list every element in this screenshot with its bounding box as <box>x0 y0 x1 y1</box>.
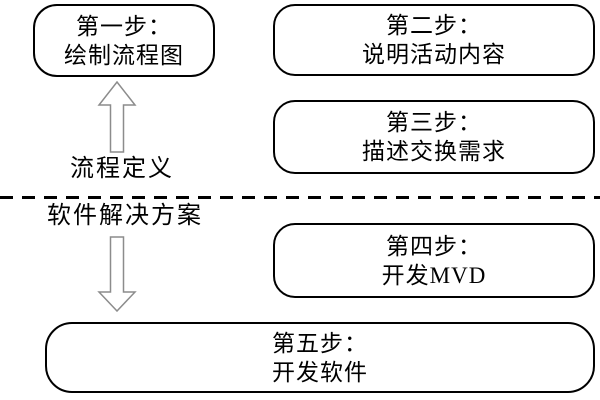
down-arrow-icon <box>97 236 137 312</box>
step3-title: 第三步： <box>386 110 482 135</box>
step4-desc: 开发MVD <box>381 262 487 288</box>
step2-box: 第二步： 说明活动内容 <box>273 4 595 76</box>
step3-desc: 描述交换需求 <box>362 139 506 164</box>
step1-box: 第一步： 绘制流程图 <box>33 4 215 77</box>
step5-title: 第五步： <box>272 330 368 356</box>
step5-desc: 开发软件 <box>272 359 368 385</box>
step4-title: 第四步： <box>386 233 482 259</box>
step2-desc: 说明活动内容 <box>362 42 506 67</box>
step4-box: 第四步： 开发MVD <box>273 223 595 298</box>
step5-box: 第五步： 开发软件 <box>45 322 595 393</box>
up-arrow-icon <box>97 81 137 153</box>
step1-desc: 绘制流程图 <box>64 42 184 68</box>
zone-divider-dashed-line <box>0 196 600 199</box>
process-definition-label: 流程定义 <box>70 156 174 182</box>
software-solution-label: 软件解决方案 <box>47 203 203 229</box>
step2-title: 第二步： <box>386 13 482 38</box>
step3-box: 第三步： 描述交换需求 <box>273 100 595 174</box>
step1-title: 第一步： <box>76 13 172 39</box>
